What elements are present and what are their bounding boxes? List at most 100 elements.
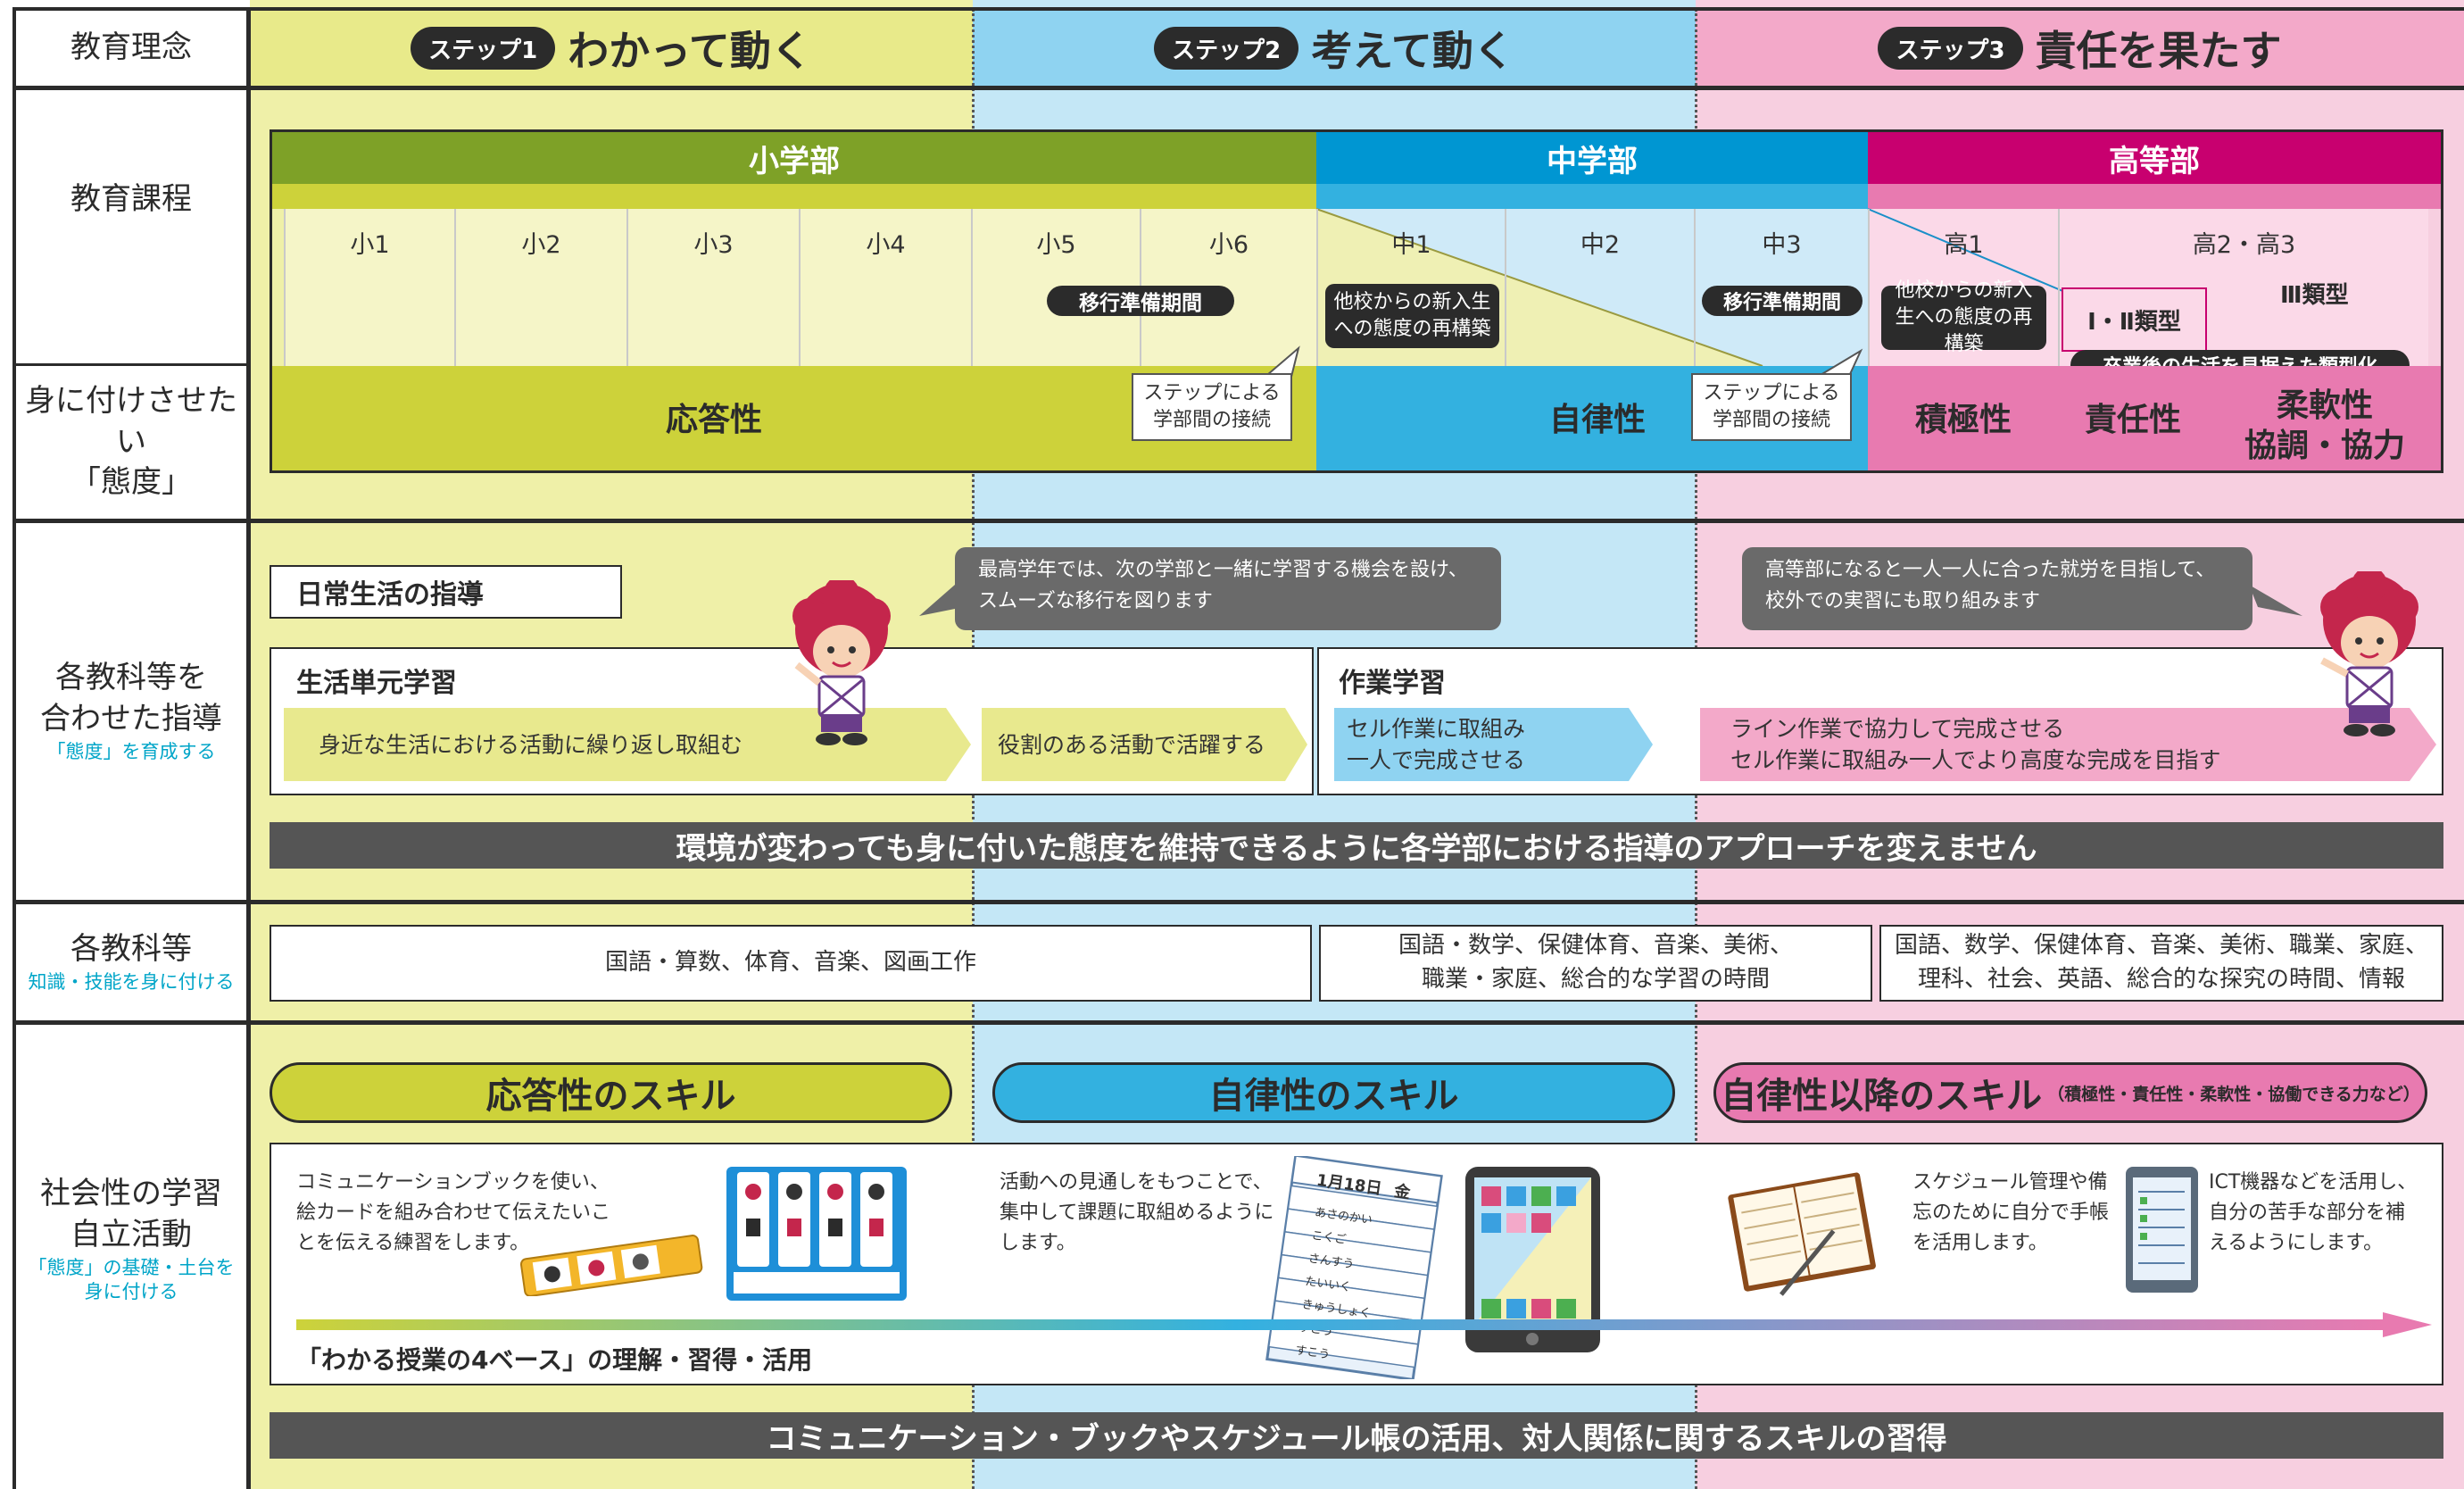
skill-desc-2-text: 活動への見通しをもつことで、集中して課題に取組めるようにします。 [1000, 1171, 1274, 1255]
picture-card-strip-image [519, 1235, 703, 1296]
dept-elementary-band [272, 184, 1316, 209]
grade-label-2: 小2 [521, 231, 561, 259]
step2-header: ステップ2 考えて動く [973, 11, 1696, 86]
step-link-callout-2-text: ステップによる学部間の接続 [1703, 382, 1840, 431]
row-rule-3 [12, 519, 2464, 523]
subjects-middle-line2: 職業・家庭、総合的な学習の時間 [1421, 966, 1770, 993]
skill-desc-1-text: コミュニケーションブックを使い、絵カードを組み合わせて伝えたいことを伝える練習を… [296, 1171, 611, 1255]
row-rule-4 [12, 900, 2464, 904]
arrow-cell-work-line2: 一人で完成させる [1347, 747, 1526, 773]
arrow-role-activity-text: 役割のある活動で活躍する [998, 731, 1266, 758]
grade-cell-h23: 高2・高3 [2060, 209, 2428, 366]
label-social-line1: 社会性の学習 [40, 1175, 222, 1211]
arrow-cell-work: セル作業に取組み 一人で完成させる [1334, 708, 1629, 781]
grade-label-m2: 中2 [1580, 231, 1621, 259]
top-border [12, 7, 2464, 11]
step2-header-bg [973, 9, 1696, 87]
speech-bubble-1-text: 最高学年では、次の学部と一緒に学習する機会を設け、スムーズな移行を図ります [978, 559, 1468, 613]
communication-book-image [726, 1167, 907, 1301]
attitude-responsiveness: 応答性 [625, 400, 803, 440]
skill-beyond: 自律性以降のスキル （積極性・責任性・柔軟性・協働できる力など） [1713, 1062, 2427, 1123]
step-link-callout-1: ステップによる学部間の接続 [1132, 373, 1292, 441]
step-link-callout-2: ステップによる学部間の接続 [1691, 373, 1852, 441]
label-attitude: 身に付けさせたい 「態度」 [16, 366, 246, 519]
row-rule-5 [12, 1020, 2464, 1025]
step1-title: わかって動く [568, 27, 812, 75]
attitude-band-high [1868, 366, 2441, 470]
dept-high-label: 高等部 [2109, 143, 2200, 179]
tablet-image [1465, 1167, 1600, 1352]
four-base-text: 「わかる授業の4ベース」の理解・習得・活用 [296, 1345, 813, 1375]
step3-header-bg [1696, 9, 2464, 87]
attitude-autonomy: 自律性 [1508, 400, 1687, 440]
attitude-responsibility-text: 責任性 [2084, 402, 2181, 438]
subjects-high-line1: 国語、数学、保健体育、音楽、美術、職業、家庭、 [1894, 932, 2428, 960]
label-social-sub1: 「態度」の基礎・土台を [28, 1256, 235, 1278]
row-rule-1 [12, 86, 2464, 90]
approach-banner: 環境が変わっても身に付いた態度を維持できるように各学部における指導のアプローチを… [270, 822, 2443, 869]
speech-bubble-2: 高等部になると一人一人に合った就労を目指して、校外での実習にも取り組みます [1742, 547, 2252, 630]
grade-cell-m3: 中3 [1696, 209, 1868, 366]
skill-autonomy: 自律性のスキル [992, 1062, 1675, 1123]
dept-elementary-label: 小学部 [749, 143, 840, 179]
label-column [14, 9, 248, 1489]
arrow-line-work-line1: ライン作業で協力して完成させる [1730, 716, 2065, 742]
grade-label-h1: 高1 [1944, 231, 1984, 259]
notebook-image [1728, 1172, 1876, 1296]
communication-banner: コミュニケーション・ブックやスケジュール帳の活用、対人関係に関するスキルの習得 [270, 1412, 2443, 1459]
attitude-responsiveness-text: 応答性 [665, 402, 762, 438]
skill-responsiveness: 応答性のスキル [270, 1062, 952, 1123]
ict-device-image [2126, 1167, 2198, 1293]
grade-cell-6: 小6 [1141, 209, 1316, 366]
curriculum-frame [270, 129, 2443, 473]
step1-badge: ステップ1 [411, 27, 556, 70]
grade-label-h23: 高2・高3 [2192, 231, 2296, 259]
grade-label-5: 小5 [1036, 231, 1076, 259]
skill-desc-1: コミュニケーションブックを使い、絵カードを組み合わせて伝えたいことを伝える練習を… [296, 1168, 618, 1259]
skill-desc-3: スケジュール管理や備忘のために自分で手帳を活用します。 [1912, 1168, 2109, 1259]
dept-middle-label: 中学部 [1547, 143, 1638, 179]
character-boy-left [792, 580, 891, 745]
label-philosophy: 教育理念 [16, 11, 246, 86]
skill-responsiveness-text: 応答性のスキル [485, 1076, 736, 1117]
dept-middle: 中学部 [1316, 132, 1868, 184]
skill-desc-4-text: ICT機器などを活用し、自分の苦手な部分を補えるようにします。 [2209, 1171, 2418, 1255]
grade-label-3: 小3 [693, 231, 734, 259]
label-philosophy-text: 教育理念 [71, 29, 192, 66]
type-12-box: Ⅰ・Ⅱ類型 [2062, 287, 2207, 352]
skill-desc-2: 活動への見通しをもつことで、集中して課題に取組めるようにします。 [1000, 1168, 1285, 1259]
step-link-callout-1-text: ステップによる学部間の接続 [1143, 382, 1281, 431]
skill-desc-3-text: スケジュール管理や備忘のために自分で手帳を活用します。 [1912, 1171, 2110, 1255]
work-title-text: 作業学習 [1339, 668, 1446, 699]
transition-period-2: 移行準備期間 [1702, 286, 1863, 316]
work-title: 作業学習 [1339, 661, 1446, 700]
subjects-elementary: 国語・算数、体育、音楽、図画工作 [270, 925, 1312, 1002]
label-social-line2: 自立活動 [71, 1216, 192, 1252]
approach-banner-text: 環境が変わっても身に付いた態度を維持できるように各学部における指導のアプローチを… [676, 830, 2037, 867]
step3-badge: ステップ3 [1878, 27, 2023, 70]
type-3-text: Ⅲ類型 [2280, 282, 2349, 309]
arrow-life-activity: 身近な生活における活動に繰り返し取組む [290, 708, 950, 781]
attitude-flex-line2: 協調・協力 [2244, 428, 2405, 464]
character-boy-right [2320, 571, 2418, 736]
type-12-text: Ⅰ・Ⅱ類型 [2087, 308, 2181, 336]
label-social-sub2: 身に付ける [84, 1280, 178, 1302]
label-curriculum-text: 教育課程 [71, 181, 192, 218]
step3-title: 責任を果たす [2035, 27, 2282, 75]
transition-period-1: 移行準備期間 [1047, 286, 1234, 316]
grade-label-1: 小1 [350, 231, 390, 259]
life-unit-title-text: 生活単元学習 [296, 668, 457, 699]
step1-header-bg [250, 9, 973, 87]
label-social: 社会性の学習 自立活動 「態度」の基礎・土台を 身に付ける [16, 1025, 246, 1489]
daily-life-box: 日常生活の指導 [270, 565, 622, 619]
step2-title: 考えて動く [1311, 27, 1514, 75]
row-rule-2 [12, 363, 248, 366]
dept-elementary: 小学部 [272, 132, 1316, 184]
skill-autonomy-text: 自律性のスキル [1208, 1076, 1459, 1117]
transition-period-1-text: 移行準備期間 [1079, 292, 1202, 315]
attitude-proactive: 積極性 [1901, 400, 2026, 440]
label-combined-line1: 各教科等を [55, 660, 207, 696]
